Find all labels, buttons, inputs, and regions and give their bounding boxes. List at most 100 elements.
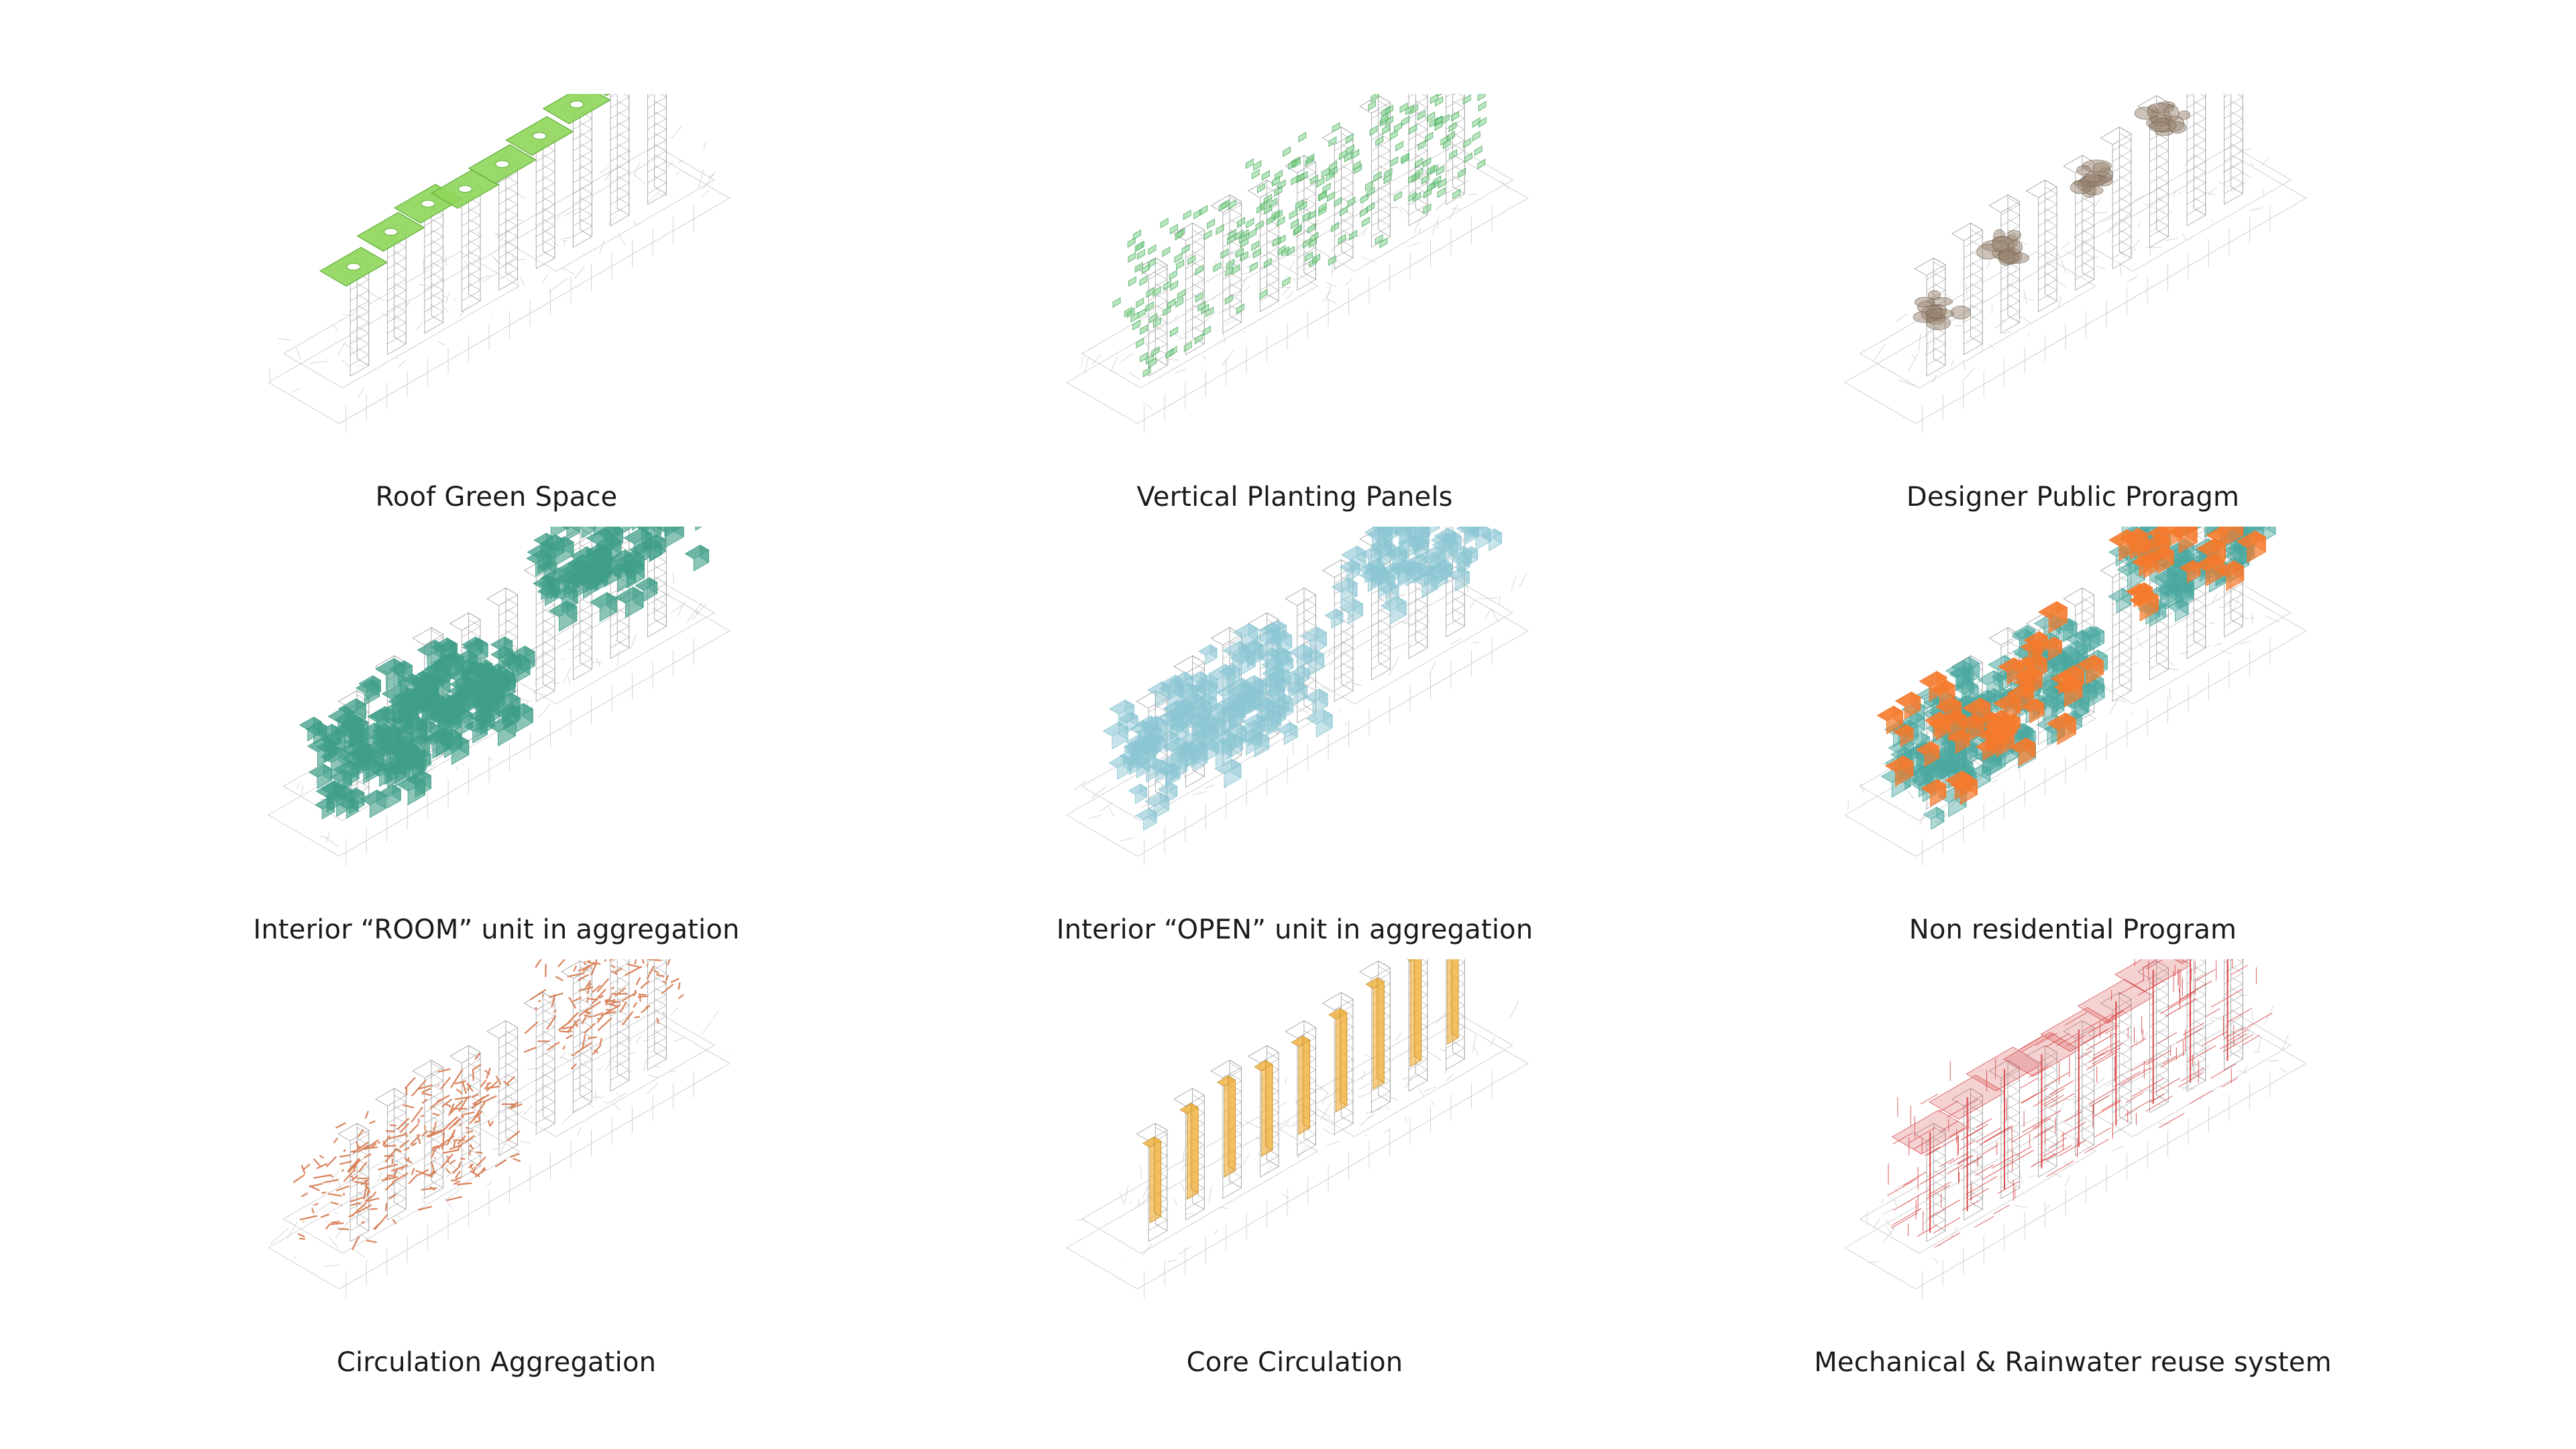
room-unit-end xyxy=(453,651,465,672)
context-line xyxy=(1344,722,1348,726)
floor-line xyxy=(580,608,592,616)
context-line xyxy=(490,255,499,264)
context-line xyxy=(654,1065,661,1069)
planting-panel xyxy=(1413,191,1421,203)
floor-line xyxy=(1371,204,1391,215)
podium-deck-east xyxy=(1295,578,1513,704)
floor-line xyxy=(1970,305,1983,312)
floor-line xyxy=(498,247,518,258)
floor-line xyxy=(2082,197,2094,205)
floor-line xyxy=(2231,144,2243,151)
context-line xyxy=(672,573,675,584)
context-line xyxy=(301,784,303,795)
floor-line xyxy=(2082,219,2094,226)
room-unit-end xyxy=(433,690,445,713)
floor-line xyxy=(573,647,592,659)
context-line xyxy=(337,341,345,356)
circulation-stair xyxy=(610,970,618,975)
floor-line xyxy=(424,1144,443,1156)
non-residential-unit-end xyxy=(2255,530,2266,553)
floor-line xyxy=(2082,229,2094,237)
non-residential-unit-end xyxy=(2056,600,2068,623)
floor-line xyxy=(2149,626,2169,637)
floor-line xyxy=(543,1030,555,1038)
context-line xyxy=(1224,781,1226,790)
planting-panel xyxy=(1427,164,1436,176)
context-line xyxy=(2273,602,2275,605)
floor-line xyxy=(1408,637,1428,648)
context-line xyxy=(1501,180,1510,191)
floor-line xyxy=(543,1052,555,1059)
open-unit-end xyxy=(1171,762,1181,780)
floor-line xyxy=(654,966,667,973)
residential-unit-end xyxy=(2267,527,2276,535)
floor-line xyxy=(1378,144,1391,151)
floor-line xyxy=(2149,204,2169,215)
context-line xyxy=(278,337,291,341)
floor-line xyxy=(2112,594,2132,605)
floor-line xyxy=(1303,165,1316,172)
context-line xyxy=(1919,802,1929,826)
floor-line xyxy=(2149,140,2169,151)
floor-line xyxy=(573,150,592,162)
floor-line xyxy=(2112,225,2132,237)
floor-line xyxy=(573,225,592,237)
non-residential-unit-end xyxy=(2064,670,2073,687)
context-line xyxy=(1179,336,1189,339)
planting-panel xyxy=(1351,148,1360,160)
floor-line xyxy=(543,641,555,648)
floor-line xyxy=(1408,626,1428,637)
floor-line xyxy=(2045,705,2057,712)
planting-panel xyxy=(1176,259,1184,270)
floor-line xyxy=(468,240,481,248)
floor-line xyxy=(505,219,518,226)
context-line xyxy=(1908,353,1919,371)
circulation-stair xyxy=(614,967,623,973)
floor-line xyxy=(394,1181,407,1188)
floor-line xyxy=(536,1080,555,1091)
context-line xyxy=(341,359,350,368)
context-line xyxy=(630,634,637,650)
context-line xyxy=(618,233,626,246)
floor-line xyxy=(2038,204,2057,215)
context-line xyxy=(376,1171,383,1183)
floor-line xyxy=(431,1106,443,1113)
context-line xyxy=(2096,266,2106,270)
room-unit-end xyxy=(355,787,365,806)
floor-line xyxy=(1964,311,1983,323)
floor-line xyxy=(647,107,667,119)
tower-end xyxy=(505,1020,518,1146)
floor-line xyxy=(617,977,629,984)
tower-end xyxy=(2231,94,2243,195)
floor-line xyxy=(1371,150,1391,162)
planting-panel xyxy=(1389,129,1398,140)
open-unit-end xyxy=(1124,699,1134,718)
context-line xyxy=(2004,331,2012,334)
open-unit-end xyxy=(1148,807,1157,824)
floor-line xyxy=(350,301,369,312)
public-program-volume xyxy=(1927,290,1941,301)
open-unit-end xyxy=(1208,679,1218,697)
floor-line xyxy=(2224,140,2243,151)
planting-panel xyxy=(1414,158,1423,169)
context-line xyxy=(1896,379,1915,386)
floor-line xyxy=(462,247,481,258)
floor-line xyxy=(2156,651,2169,659)
floor-line xyxy=(387,247,407,258)
planting-panel xyxy=(1477,94,1486,101)
planting-panel xyxy=(1425,131,1434,143)
floor-line xyxy=(536,1016,555,1027)
floor-line xyxy=(2007,197,2020,205)
context-line xyxy=(1466,582,1469,592)
floor-line xyxy=(2156,641,2169,648)
floor-line xyxy=(647,1016,667,1027)
floor-line xyxy=(610,140,629,151)
floor-line xyxy=(610,94,616,97)
floor-line xyxy=(1446,527,1452,530)
floor-line xyxy=(424,1091,443,1102)
floor-line xyxy=(505,1106,518,1113)
room-unit xyxy=(561,527,572,530)
circulation-stair xyxy=(508,1101,519,1110)
floor-line xyxy=(2075,247,2094,258)
